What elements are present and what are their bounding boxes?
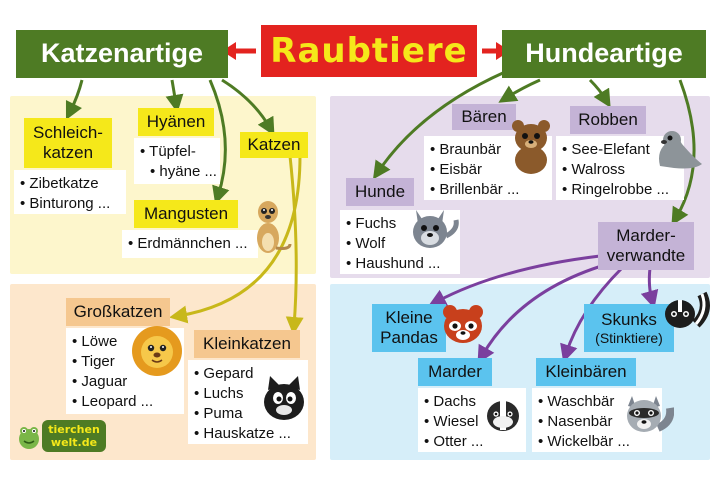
list-item: Braunbär bbox=[430, 140, 546, 160]
schleichkatzen-box: Schleich- katzen bbox=[24, 118, 112, 168]
arrow-to-hunde bbox=[372, 70, 506, 180]
raccoon-icon bbox=[627, 396, 674, 432]
kleine-pandas-label: Kleine Pandas bbox=[380, 308, 438, 347]
baeren-box: Bären bbox=[452, 104, 516, 130]
baeren-label: Bären bbox=[461, 107, 507, 127]
robben-label: Robben bbox=[578, 110, 638, 130]
schleichkatzen-list: Zibetkatze Binturong ... bbox=[14, 170, 126, 214]
list-item: Zibetkatze bbox=[20, 174, 120, 194]
list-item: Otter ... bbox=[424, 432, 520, 452]
skunks-sublabel: (Stinktiere) bbox=[595, 329, 663, 346]
list-item: Hauskatze ... bbox=[194, 424, 302, 444]
marder-label: Marder bbox=[428, 362, 482, 382]
list-item: Wickelbär ... bbox=[538, 432, 656, 452]
list-item: Ringelrobbe ... bbox=[562, 180, 678, 200]
arrow-to-robben bbox=[588, 78, 611, 108]
skunk-icon bbox=[665, 291, 710, 328]
grosskatzen-label: Großkatzen bbox=[73, 302, 163, 322]
kleinkatzen-label: Kleinkatzen bbox=[203, 334, 291, 354]
hyaenen-box: Hyänen bbox=[138, 108, 214, 136]
meerkat-icon bbox=[257, 201, 292, 253]
hyaenen-list: Tüpfel- hyäne ... bbox=[134, 138, 220, 184]
schleichkatzen-label: Schleich- katzen bbox=[33, 123, 103, 162]
arrow-to-katzen bbox=[221, 78, 275, 136]
list-item: Tiger bbox=[72, 352, 178, 372]
arrow-to-kleinkatzen bbox=[285, 155, 304, 335]
list-item: Binturong ... bbox=[20, 194, 120, 214]
hunde-label: Hunde bbox=[354, 182, 406, 202]
katzenartige-box: Katzenartige bbox=[16, 30, 228, 78]
list-item: Luchs bbox=[194, 384, 302, 404]
arrow-to-marder bbox=[477, 262, 609, 364]
hundeartige-box: Hundeartige bbox=[502, 30, 706, 78]
list-item: Fuchs bbox=[346, 214, 454, 234]
kleinkatzen-box: Kleinkatzen bbox=[194, 330, 300, 358]
list-item: See-Elefant bbox=[562, 140, 678, 160]
list-item: Tüpfel- bbox=[140, 142, 214, 162]
list-item: Löwe bbox=[72, 332, 178, 352]
mangusten-label: Mangusten bbox=[143, 204, 229, 224]
arrow-to-baeren bbox=[498, 78, 541, 103]
skunks-box: Skunks (Stinktiere) bbox=[584, 304, 674, 352]
arrow-to-schleichkatzen bbox=[65, 79, 84, 121]
hundeartige-label: Hundeartige bbox=[525, 38, 683, 69]
list-item: Walross bbox=[562, 160, 678, 180]
list-item: Erdmännchen ... bbox=[128, 234, 252, 254]
black-cat-icon bbox=[264, 376, 304, 420]
arrow-to-mangusten bbox=[208, 79, 230, 205]
kleine-pandas-box: Kleine Pandas bbox=[372, 304, 446, 352]
badger-icon bbox=[487, 401, 519, 431]
tierchenwelt-logo: tierchen welt.de bbox=[16, 418, 106, 454]
marderverwandte-box: Marder- verwandte bbox=[598, 222, 694, 270]
lion-icon bbox=[132, 326, 182, 376]
list-item: Haushund ... bbox=[346, 254, 454, 274]
mangusten-box: Mangusten bbox=[134, 200, 238, 228]
arrow-to-skunks bbox=[640, 267, 659, 309]
arrow-to-marderverwandte bbox=[671, 79, 696, 226]
arrow-title-left-head bbox=[222, 42, 236, 60]
list-item: Wiesel bbox=[424, 412, 520, 432]
kleinbaeren-box: Kleinbären bbox=[536, 358, 636, 386]
frog-logo-icon bbox=[19, 427, 39, 449]
katzen-label: Katzen bbox=[247, 135, 301, 155]
grosskatzen-box: Großkatzen bbox=[66, 298, 170, 326]
katzen-box: Katzen bbox=[240, 132, 308, 158]
marder-box: Marder bbox=[418, 358, 492, 386]
list-item: Eisbär bbox=[430, 160, 546, 180]
robben-box: Robben bbox=[570, 106, 646, 134]
logo-text-line1: tierchen bbox=[48, 423, 100, 436]
hunde-box: Hunde bbox=[346, 178, 414, 206]
list-item: Nasenbär bbox=[538, 412, 656, 432]
arrow-to-grosskatzen bbox=[169, 155, 302, 324]
list-item: Brillenbär ... bbox=[430, 180, 546, 200]
list-item: Jaguar bbox=[72, 372, 178, 392]
list-item: Puma bbox=[194, 404, 302, 424]
marderverwandte-label: Marder- verwandte bbox=[606, 226, 686, 265]
title-banner: Raubtiere bbox=[258, 22, 480, 80]
robben-list: See-Elefant Walross Ringelrobbe ... bbox=[556, 136, 684, 200]
red-panda-icon bbox=[443, 305, 483, 343]
kleinbaeren-label: Kleinbären bbox=[545, 362, 627, 382]
mangusten-list: Erdmännchen ... bbox=[122, 230, 258, 258]
list-item: Gepard bbox=[194, 364, 302, 384]
page-title: Raubtiere bbox=[270, 31, 468, 71]
hyaenen-label: Hyänen bbox=[146, 112, 206, 132]
kleinbaeren-list: Waschbär Nasenbär Wickelbär ... bbox=[532, 388, 662, 452]
arrow-to-hyaenen bbox=[165, 79, 184, 113]
katzenartige-label: Katzenartige bbox=[40, 38, 204, 69]
seal-icon bbox=[659, 131, 702, 169]
wolf-icon bbox=[413, 210, 459, 248]
arrow-to-kleine-pandas bbox=[428, 254, 601, 307]
bear-icon bbox=[512, 120, 550, 174]
list-item: Wolf bbox=[346, 234, 454, 254]
logo-text-line2: welt.de bbox=[50, 436, 98, 449]
list-item: Leopard ... bbox=[72, 392, 178, 412]
list-item: Waschbär bbox=[538, 392, 656, 412]
list-item: Dachs bbox=[424, 392, 520, 412]
list-item: hyäne ... bbox=[140, 162, 217, 182]
skunks-label: Skunks bbox=[601, 310, 657, 330]
